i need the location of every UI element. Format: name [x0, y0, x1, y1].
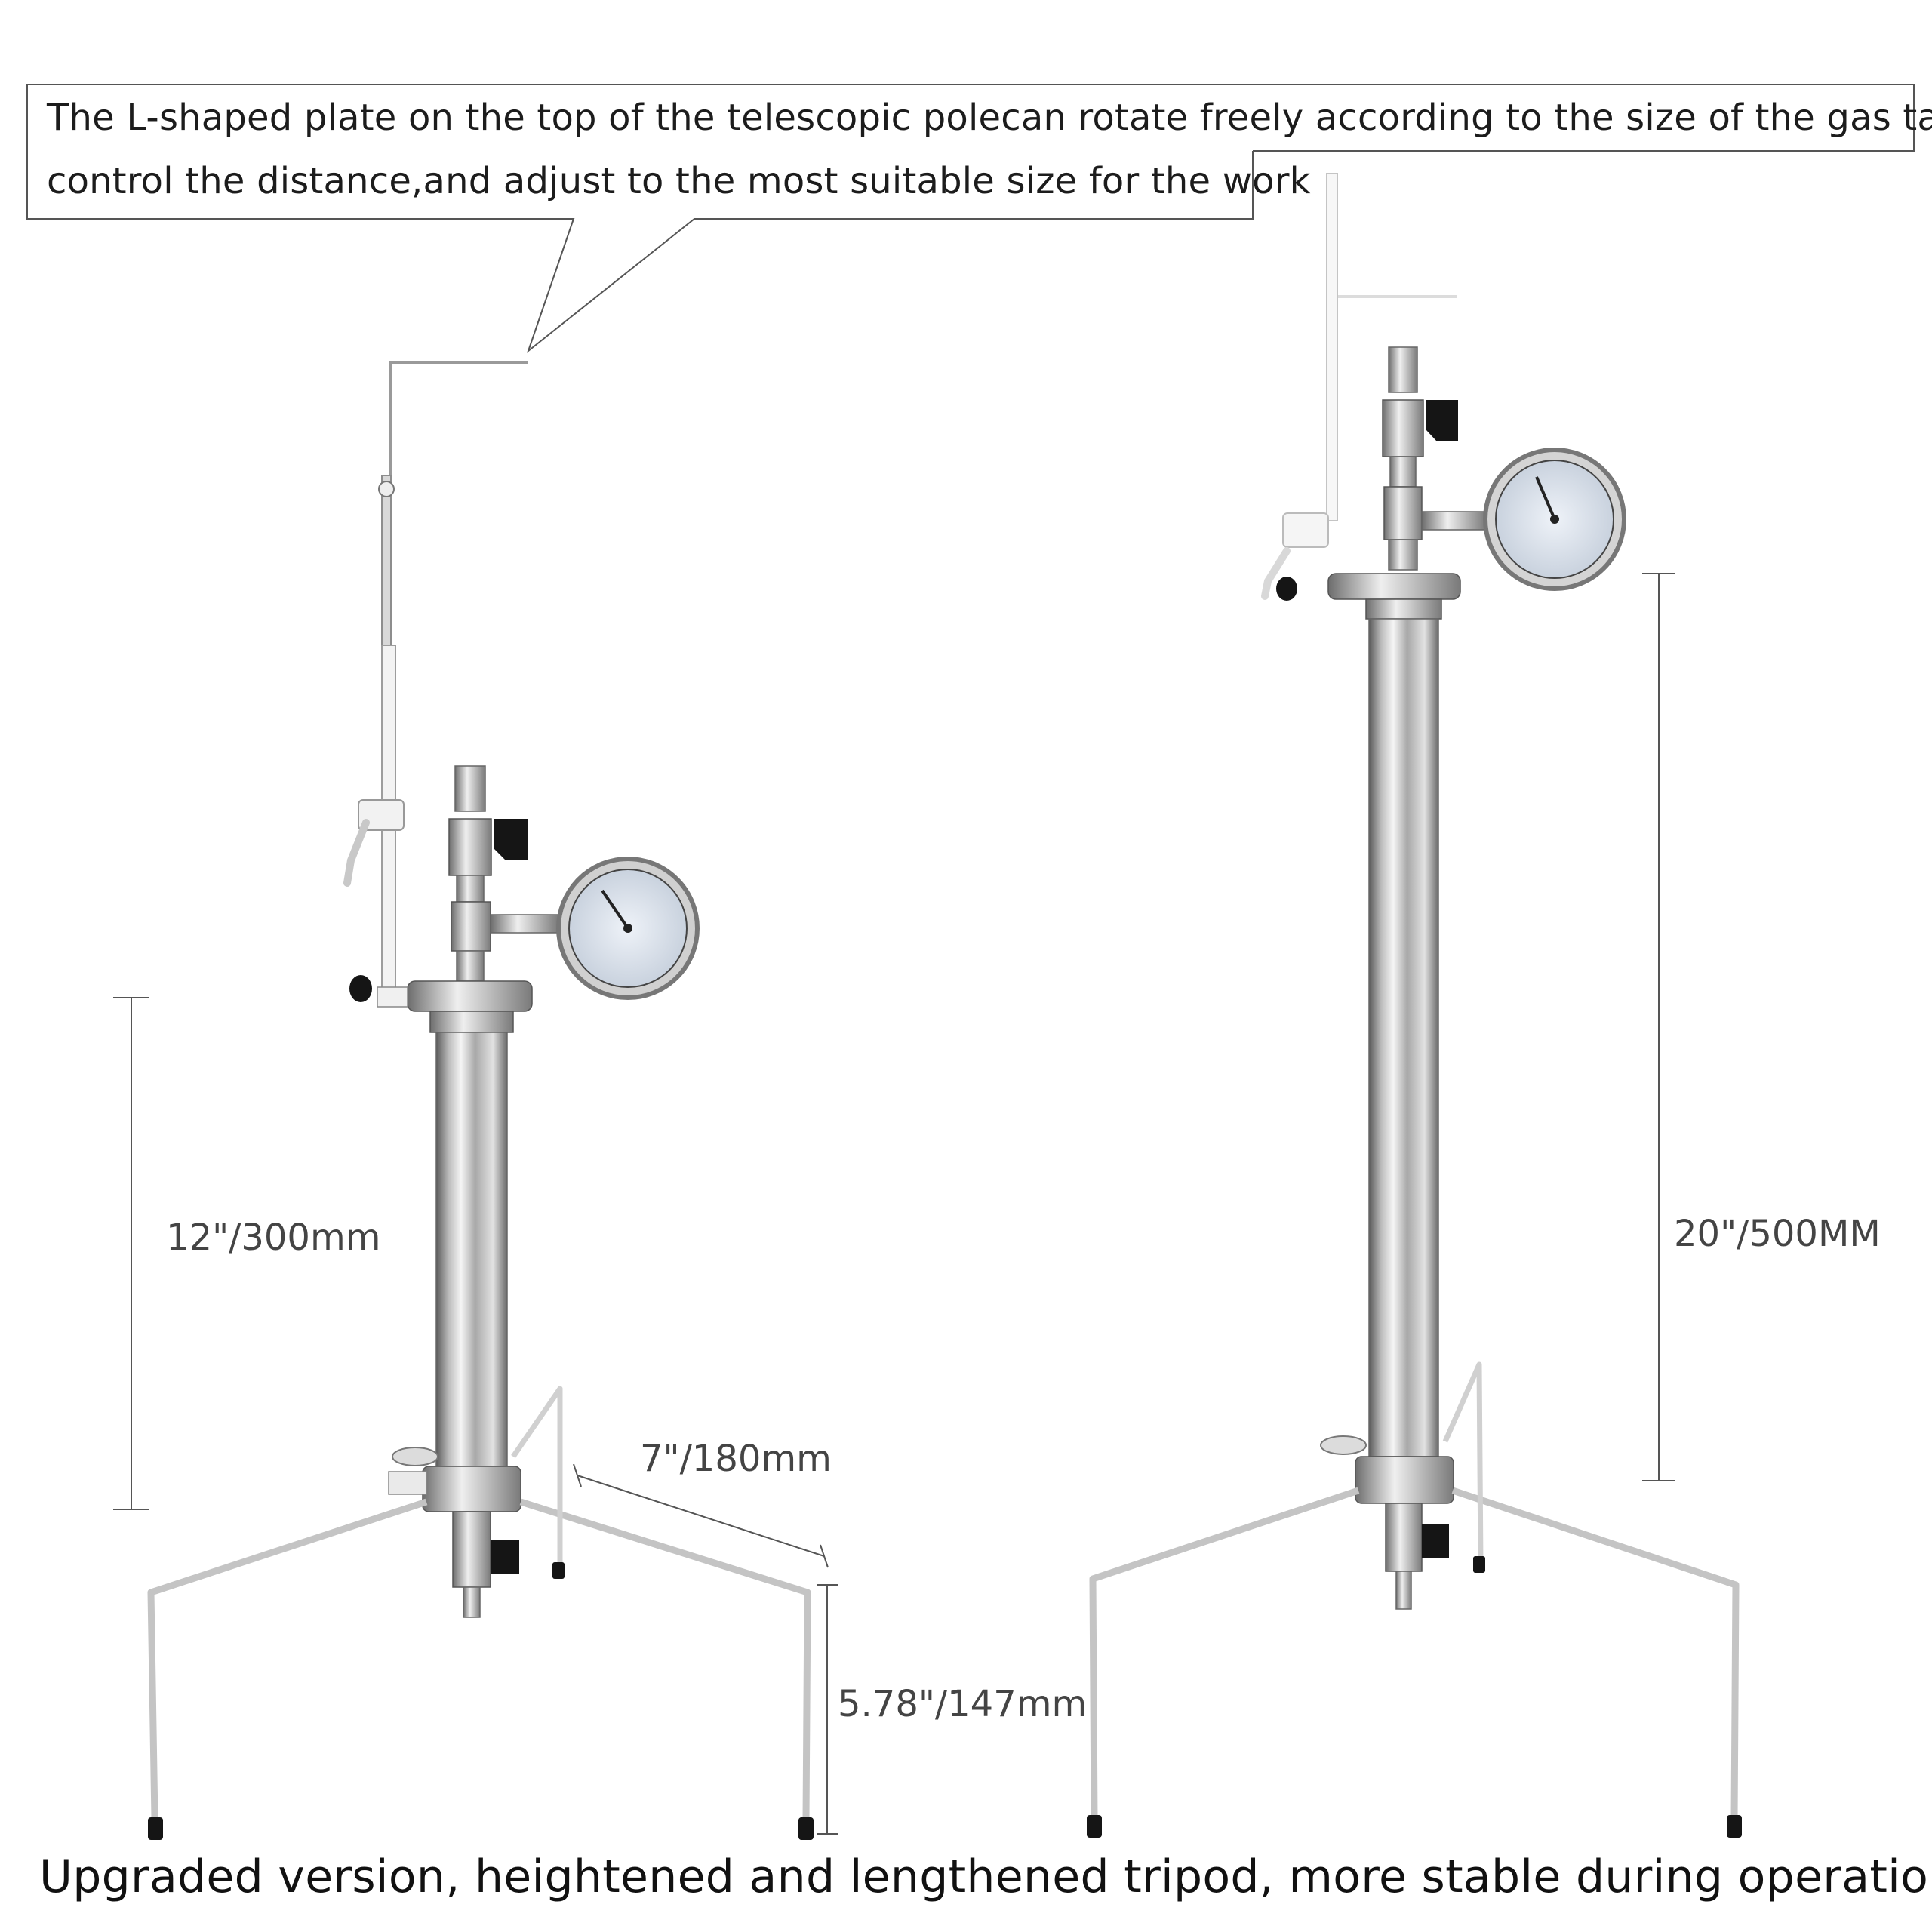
callout-text-line-1: The L-shaped plate on the top of the tel… — [47, 97, 1932, 139]
top-clamp-flange — [407, 980, 533, 1012]
large-column-unit — [1087, 173, 1742, 1838]
bottom-clamp-flange — [422, 1466, 521, 1512]
tripod-leg-left — [147, 1498, 428, 1820]
bottom-caption: Upgraded version, heightened and lengthe… — [39, 1850, 1932, 1903]
l-shaped-plate — [389, 361, 528, 483]
tripod-leg-right — [519, 1498, 811, 1820]
small-column-unit — [147, 361, 814, 1840]
tee-fitting — [451, 901, 491, 952]
dimension-label-height-large: 20"/500MM — [1674, 1213, 1881, 1255]
top-valve-body — [448, 818, 492, 876]
callout-text-line-2: control the distance,and adjust to the m… — [47, 160, 1311, 202]
tripod-leg-back — [511, 1386, 563, 1574]
tripod-leg-back-large — [1442, 1361, 1484, 1567]
tripod-leg-left-large — [1089, 1487, 1360, 1820]
l-shaped-plate-large — [1334, 181, 1457, 298]
tripod-leg-right-large — [1451, 1487, 1740, 1820]
telescopic-pole-upper — [381, 475, 392, 650]
main-tube-large — [1368, 618, 1439, 1457]
dimension-label-leg-span: 7"/180mm — [640, 1438, 832, 1480]
top-fitting — [454, 765, 486, 812]
dimension-label-height-small: 12"/300mm — [166, 1217, 381, 1259]
dimension-lines — [113, 573, 1675, 1835]
dim-line-leg-span — [577, 1475, 825, 1557]
dimension-label-leg-height: 5.78"/147mm — [838, 1683, 1088, 1725]
main-tube — [435, 1032, 508, 1467]
valve-handle-knob — [494, 819, 528, 860]
callout-outline — [26, 84, 1915, 353]
